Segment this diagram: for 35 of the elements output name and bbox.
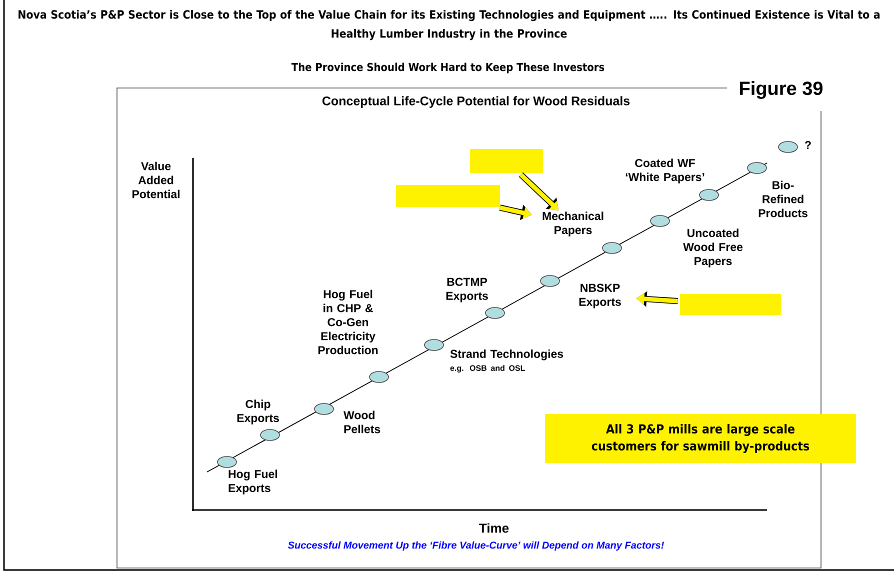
- stage-label: NBSKP Exports: [579, 284, 621, 308]
- figure-number: Figure 39: [740, 81, 823, 99]
- axis-label: Time: [479, 523, 509, 533]
- curve-point: [217, 456, 237, 468]
- curve-point: [485, 307, 505, 319]
- curve-point: [314, 403, 334, 415]
- highlight-box: [470, 149, 543, 173]
- curve-point: [699, 189, 719, 201]
- stage-label: Hog Fuel Exports: [228, 470, 278, 494]
- curve-point: [778, 141, 798, 153]
- axis-label: Value Added Potential: [132, 162, 180, 198]
- stage-label: Coated WF ‘White Papers’: [626, 158, 704, 184]
- stage-label: BCTMP Exports: [446, 278, 488, 302]
- stage-label: Hog Fuel in CHP & Co-Gen Electricity Production: [318, 290, 378, 354]
- note-box: All 3 P&P mills are large scale customers for sawmill by-products: [545, 414, 856, 463]
- highlight-box: [396, 185, 500, 207]
- stage-label: ?: [805, 141, 811, 150]
- stage-label: Mechanical Papers: [542, 212, 604, 236]
- caption: Successful Movement Up the ‘Fibre Value-Curve’ will Depend on Many Factors!: [288, 541, 664, 551]
- stage-label: Uncoated Wood Free Papers: [683, 228, 743, 268]
- subtitle: The Province Should Work Hard to Keep These Investors: [291, 62, 604, 74]
- chart-heading: Conceptual Life-Cycle Potential for Wood Residuals: [322, 96, 630, 108]
- curve-point: [260, 429, 280, 441]
- curve-point: [602, 242, 622, 254]
- stage-label: Wood Pellets: [344, 410, 380, 434]
- curve-point: [747, 162, 767, 174]
- highlight-box: [680, 294, 781, 315]
- curve-point: [540, 275, 560, 287]
- stage-label: Strand Technologies e.g. OSB and OSL: [450, 350, 564, 373]
- curve-point: [424, 339, 444, 351]
- title: Nova Scotia’s P&P Sector is Close to the Top of the Value Chain for its Existing Technologies and Equipment ….. Its Continued Existence is Vital to a Healthy Lumber Industry in the Province: [18, 10, 880, 40]
- stage-label: Chip Exports: [237, 400, 279, 424]
- curve-point: [369, 371, 389, 383]
- curve-point: [650, 215, 670, 227]
- stage-label: Bio-Refined Products: [758, 180, 808, 218]
